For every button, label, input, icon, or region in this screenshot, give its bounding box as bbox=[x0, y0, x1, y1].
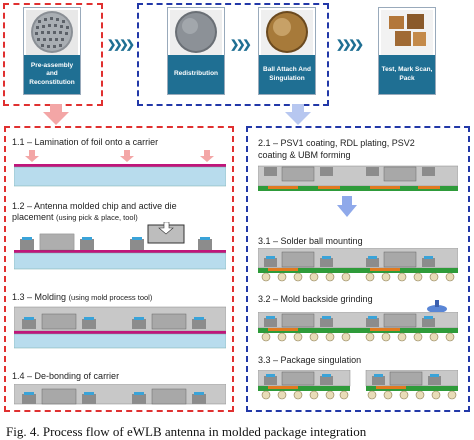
redistribution-illustration bbox=[258, 165, 458, 191]
stage3-label: Ball Attach And Singulation bbox=[259, 55, 315, 94]
stage-card-ball-attach: Ball Attach And Singulation bbox=[258, 7, 316, 95]
flow-chevrons-3: ❯❯❯❯ bbox=[336, 39, 364, 51]
molding-illustration bbox=[14, 306, 226, 349]
step-3-2-label: 3.2 – Mold backside grinding bbox=[258, 294, 373, 304]
step-2-1-label: 2.1 – PSV1 coating, RDL plating, PSV2 bbox=[258, 138, 415, 148]
down-arrow-icon bbox=[285, 104, 311, 125]
left-process-panel bbox=[4, 126, 234, 412]
wafer-bumped-image bbox=[261, 10, 313, 55]
step-3-1-label: 3.1 – Solder ball mounting bbox=[258, 236, 363, 246]
packaged-parts-image bbox=[381, 10, 433, 55]
grinding-illustration bbox=[258, 312, 458, 342]
figure-caption: Fig. 4. Process flow of eWLB antenna in … bbox=[6, 424, 367, 439]
step-1-3-title: 1.3 – Molding bbox=[12, 292, 67, 302]
stage-card-test-pack: Test, Mark Scan, Pack bbox=[378, 7, 436, 95]
step-1-3-label: 1.3 – Molding (using mold process tool) bbox=[12, 292, 152, 302]
stage1-label: Pre-assembly and Reconstitution bbox=[24, 55, 80, 94]
stage4-label: Test, Mark Scan, Pack bbox=[379, 55, 435, 94]
wafer-grid-image bbox=[26, 10, 78, 55]
stage-card-preassembly: Pre-assembly and Reconstitution bbox=[23, 7, 81, 95]
wafer-image bbox=[170, 10, 222, 55]
flow-chevrons-2: ❯❯❯ bbox=[230, 39, 252, 51]
debonded-illustration bbox=[14, 384, 226, 405]
right-process-panel bbox=[246, 126, 470, 412]
die-placement-illustration bbox=[14, 222, 226, 270]
step-1-2-word: placement bbox=[12, 212, 54, 222]
step-1-2-label-line2: placement (using pick & place, tool) bbox=[12, 212, 138, 222]
stage2-label: Redistribution bbox=[168, 55, 224, 94]
step-1-3-note: (using mold process tool) bbox=[68, 293, 153, 302]
singulation-illustration bbox=[258, 370, 458, 400]
solder-ball-illustration bbox=[258, 248, 458, 282]
step-1-1-label: 1.1 – Lamination of foil onto a carrier bbox=[12, 137, 159, 147]
stage-card-redistribution: Redistribution bbox=[167, 7, 225, 95]
step-3-3-label: 3.3 – Package singulation bbox=[258, 355, 362, 365]
carrier-foil-illustration bbox=[14, 150, 226, 187]
flow-chevrons-1: ❯❯❯❯ bbox=[107, 39, 135, 51]
step-1-2-note: (using pick & place, tool) bbox=[56, 213, 138, 222]
step-2-1-label-line2: coating & UBM forming bbox=[258, 150, 351, 160]
step-1-2-label: 1.2 – Antenna molded chip and active die bbox=[12, 201, 177, 211]
down-arrow-icon bbox=[43, 104, 69, 125]
grinding-wheel-icon bbox=[427, 300, 447, 313]
down-arrow-icon bbox=[337, 196, 357, 217]
step-1-4-label: 1.4 – De-bonding of carrier bbox=[12, 371, 120, 381]
stage2-3-frame bbox=[137, 3, 329, 106]
